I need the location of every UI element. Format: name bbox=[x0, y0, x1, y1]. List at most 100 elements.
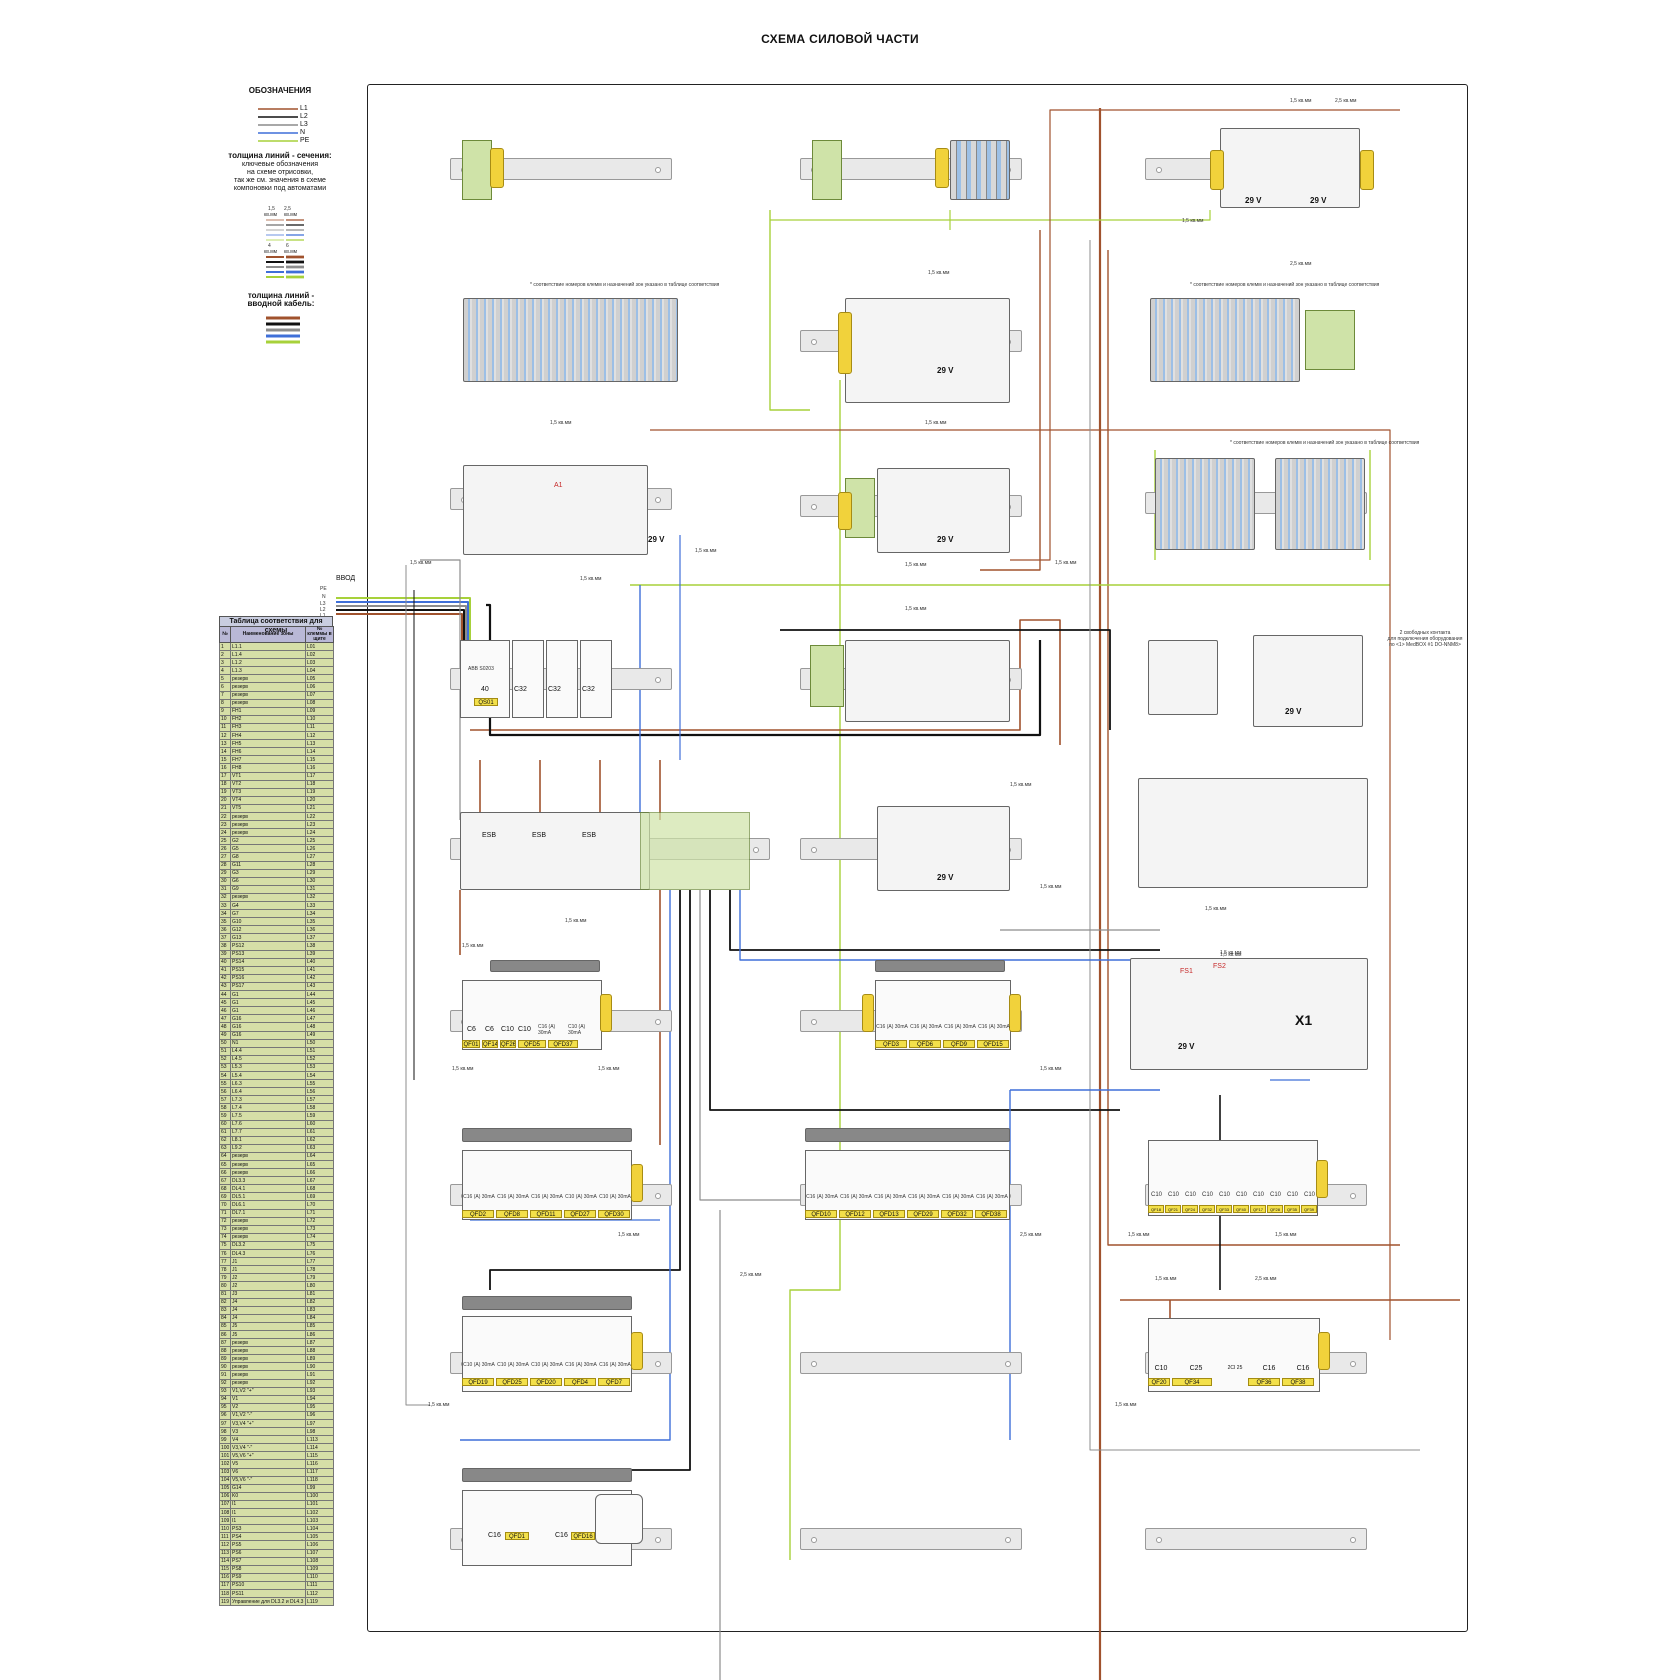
table-cell-zone: L7.7 bbox=[230, 1127, 306, 1137]
table-cell-zone: VT3 bbox=[230, 787, 306, 797]
table-cell-zone: G4 bbox=[230, 900, 306, 911]
g5-label-5: QF33 bbox=[1216, 1205, 1232, 1213]
table-cell-zone: резерв bbox=[230, 690, 306, 700]
table-cell-terminal: L17 bbox=[305, 771, 334, 781]
g1-rating-2: C6 bbox=[485, 1026, 494, 1033]
pe-terminal-block-5 bbox=[810, 645, 844, 707]
table-cell-number: 62 bbox=[219, 1135, 231, 1145]
table-cell-terminal: L02 bbox=[305, 650, 334, 660]
table-cell-terminal: L108 bbox=[305, 1556, 334, 1566]
table-cell-terminal: L22 bbox=[305, 811, 334, 822]
table-cell-zone: L4.4 bbox=[230, 1046, 306, 1056]
table-cell-terminal: L43 bbox=[305, 981, 334, 992]
table-cell-number: 58 bbox=[219, 1103, 231, 1113]
g3-rcd-2: C16 (A) 30mA bbox=[497, 1194, 529, 1200]
table-cell-terminal: L95 bbox=[305, 1402, 334, 1412]
table-cell-terminal: L105 bbox=[305, 1532, 334, 1542]
table-cell-zone: FH5 bbox=[230, 739, 306, 749]
g2-label-2: QFD6 bbox=[909, 1040, 941, 1048]
table-cell-terminal: L116 bbox=[305, 1459, 334, 1469]
table-cell-terminal: L11 bbox=[305, 722, 334, 733]
g6-rcd: C10 (A) 30mA C10 (A) 30mA C10 (A) 30mA C… bbox=[462, 1362, 632, 1368]
table-cell-zone: VT5 bbox=[230, 803, 306, 813]
table-cell-zone: I1 bbox=[230, 1516, 306, 1526]
table-cell-zone: PS5 bbox=[230, 1540, 306, 1550]
table-cell-zone: DL7.1 bbox=[230, 1208, 306, 1218]
table-cell-terminal: L66 bbox=[305, 1168, 334, 1178]
table-cell-terminal: L40 bbox=[305, 957, 334, 967]
table-cell-terminal: L59 bbox=[305, 1111, 334, 1121]
legend-l2-label: L2 bbox=[300, 113, 308, 120]
table-cell-number: 15 bbox=[219, 755, 231, 765]
din-rail-23 bbox=[1145, 1528, 1367, 1550]
wire-note-4: 2,5 кв.мм bbox=[1290, 261, 1312, 267]
voltage-label-4: 29 V bbox=[648, 535, 665, 544]
table-cell-number: 52 bbox=[219, 1054, 231, 1064]
table-cell-zone: DL5.1 bbox=[230, 1192, 306, 1202]
table-cell-terminal: L09 bbox=[305, 706, 334, 716]
table-cell-number: 105 bbox=[219, 1483, 231, 1493]
g8-label-2: QFD16 bbox=[571, 1532, 595, 1540]
table-cell-terminal: L119 bbox=[305, 1597, 334, 1607]
table-cell-zone: PS15 bbox=[230, 965, 306, 975]
table-cell-number: 103 bbox=[219, 1467, 231, 1477]
table-cell-number: 41 bbox=[219, 965, 231, 975]
g3-rcd-5: C10 (A) 30mA bbox=[599, 1194, 631, 1200]
table-cell-zone: G14 bbox=[230, 1483, 306, 1493]
table-cell-terminal: L10 bbox=[305, 714, 334, 724]
g2-label-1: QFD3 bbox=[875, 1040, 907, 1048]
table-cell-terminal: L57 bbox=[305, 1095, 334, 1105]
table-cell-number: 104 bbox=[219, 1475, 231, 1485]
table-cell-zone: J2 bbox=[230, 1273, 306, 1283]
wire-note-12: 1,5 кв.мм bbox=[1055, 560, 1077, 566]
g5-rating-9: C10 bbox=[1286, 1192, 1298, 1198]
table-cell-zone: V1,V2 "-" bbox=[230, 1410, 306, 1421]
g4-label-4: QFD29 bbox=[907, 1210, 939, 1218]
table-cell-number: 29 bbox=[219, 868, 231, 878]
table-cell-zone: L5.4 bbox=[230, 1070, 306, 1081]
table-cell-number: 46 bbox=[219, 1006, 231, 1016]
table-cell-number: 113 bbox=[219, 1548, 231, 1558]
g2-labels: QFD3 QFD6 QFD9 QFD15 bbox=[875, 1040, 1011, 1048]
table-cell-number: 86 bbox=[219, 1329, 231, 1340]
wire-note-30: 1,5 кв.мм bbox=[1155, 1276, 1177, 1282]
end-clamp-9 bbox=[1009, 994, 1021, 1032]
table-cell-zone: G1 bbox=[230, 1006, 306, 1016]
legend-note-4: компоновки под автоматами bbox=[233, 185, 327, 192]
g7-rating-4: C16 bbox=[1262, 1365, 1276, 1372]
table-cell-number: 25 bbox=[219, 836, 231, 846]
table-cell-number: 10 bbox=[219, 714, 231, 724]
table-cell-terminal: L54 bbox=[305, 1070, 334, 1081]
pe-terminal-block-3 bbox=[1305, 310, 1355, 370]
table-cell-zone: G16 bbox=[230, 1030, 306, 1040]
wire-note-17: 1,5 кв.мм bbox=[1040, 884, 1062, 890]
end-clamp-13 bbox=[1318, 1332, 1330, 1370]
table-cell-terminal: L48 bbox=[305, 1022, 334, 1032]
terminal-distribution bbox=[640, 812, 750, 890]
c32-label-2: C32 bbox=[548, 686, 561, 693]
c32-label-1: C32 bbox=[514, 686, 527, 693]
table-cell-terminal: L99 bbox=[305, 1483, 334, 1493]
table-cell-number: 88 bbox=[219, 1346, 231, 1356]
table-cell-zone: L7.4 bbox=[230, 1103, 306, 1113]
table-cell-number: 37 bbox=[219, 933, 231, 943]
g7-label-4: QF36 bbox=[1248, 1378, 1280, 1386]
